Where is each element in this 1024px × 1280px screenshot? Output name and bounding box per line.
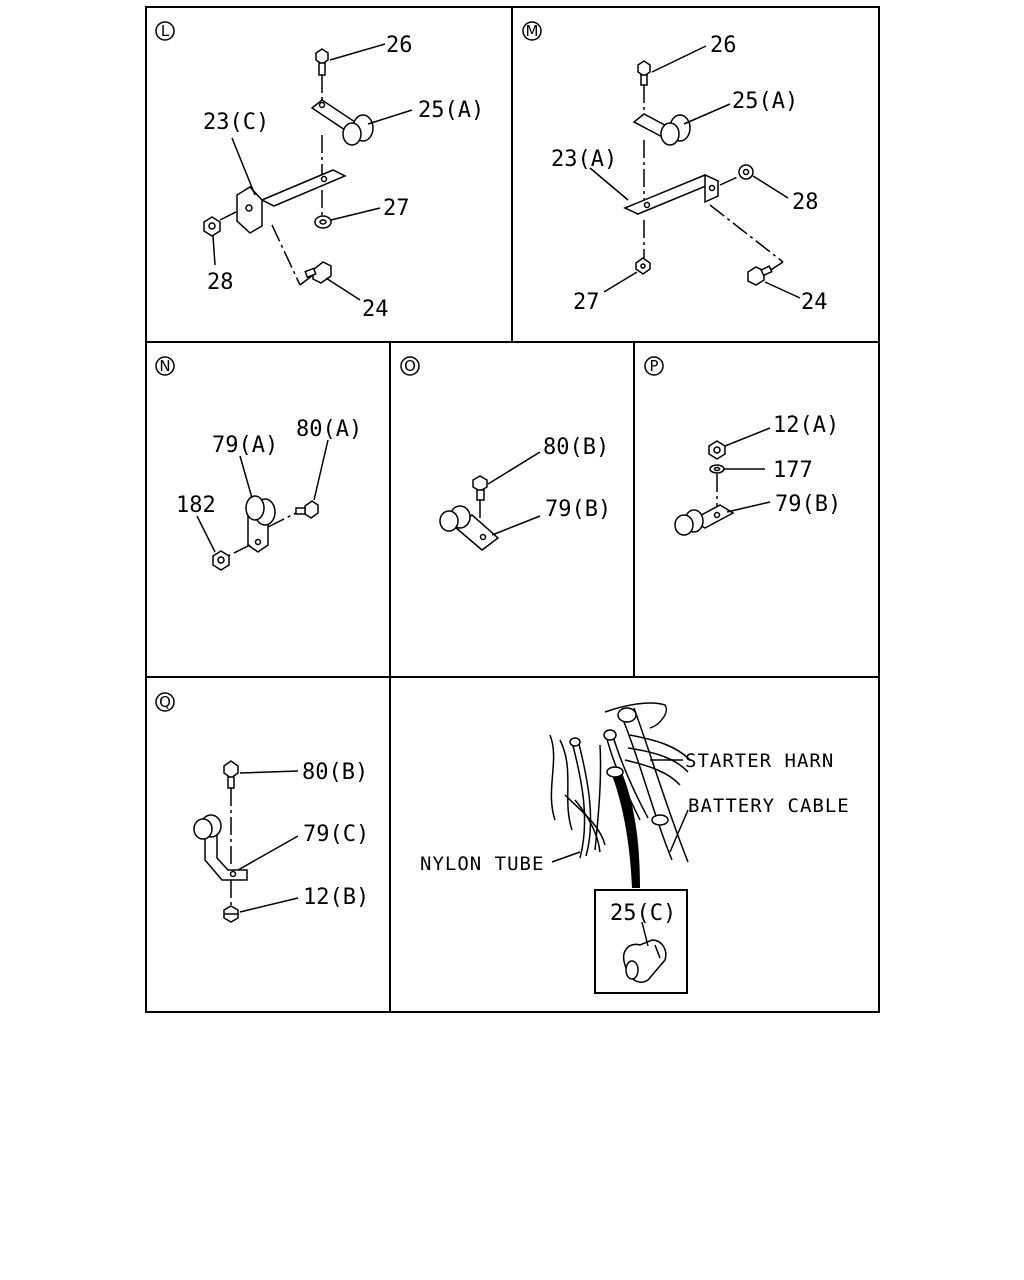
label-79a: 79(A) xyxy=(212,433,278,458)
bracket-23a-icon xyxy=(623,173,720,215)
panel-p-badge: P xyxy=(644,356,664,376)
bolt-24-icon xyxy=(747,265,773,286)
label-27: 27 xyxy=(383,196,410,221)
clamp-79b-icon xyxy=(674,504,735,536)
panel-n: N 79(A) 80(A) 182 xyxy=(155,356,362,571)
nut-28-icon xyxy=(738,164,754,180)
label-80b: 80(B) xyxy=(543,435,609,460)
label-80b: 80(B) xyxy=(302,760,368,785)
clamp-25a-icon xyxy=(632,113,691,146)
label-nylon-tube: NYLON TUBE xyxy=(420,853,544,875)
label-12a: 12(A) xyxy=(773,413,839,438)
clamp-79b-icon xyxy=(439,505,500,551)
panel-n-badge: N xyxy=(155,356,175,376)
label-25c: 25(C) xyxy=(610,901,676,926)
bolt-24-icon xyxy=(304,261,332,284)
panel-q-badge: Q xyxy=(155,692,175,712)
label-23c: 23(C) xyxy=(203,110,269,135)
label-25a: 25(A) xyxy=(418,98,484,123)
label-182: 182 xyxy=(176,493,216,518)
panel-l: L xyxy=(155,21,484,322)
panel-m-id: M xyxy=(526,22,539,40)
label-24: 24 xyxy=(362,297,389,322)
inset-25c: 25(C) xyxy=(594,889,688,994)
panel-m-badge: M xyxy=(522,21,542,41)
label-79c: 79(C) xyxy=(303,822,369,847)
washer-27-icon xyxy=(635,257,651,275)
label-24: 24 xyxy=(801,290,828,315)
washer-177-icon xyxy=(709,464,725,474)
bolt-80a-icon xyxy=(295,500,319,519)
label-80a: 80(A) xyxy=(296,417,362,442)
panel-m: M xyxy=(522,21,828,315)
label-27: 27 xyxy=(573,290,600,315)
nut-12b-icon xyxy=(223,905,239,923)
panel-harness: 25(C) STARTER HARN BATTERY CABLE NYLON T… xyxy=(420,702,850,994)
harness-illustration xyxy=(549,702,691,888)
label-23a: 23(A) xyxy=(551,147,617,172)
panel-l-id: L xyxy=(161,22,170,40)
label-battery-cable: BATTERY CABLE xyxy=(688,795,850,817)
bolt-80b-icon xyxy=(223,760,239,789)
panel-p: P 12(A) 177 79(B) xyxy=(644,356,841,536)
panel-o-id: O xyxy=(404,357,416,375)
panel-p-id: P xyxy=(649,357,658,375)
panel-n-id: N xyxy=(159,357,170,375)
panel-q: Q 80(B) 79(C) 12(B) xyxy=(155,692,369,923)
diagram-grid xyxy=(145,6,880,1013)
panel-q-id: Q xyxy=(159,693,171,711)
bolt-80b-icon xyxy=(472,475,488,501)
nut-182-icon xyxy=(212,550,230,571)
panel-l-badge: L xyxy=(155,21,175,41)
bolt-26-icon xyxy=(315,48,329,76)
clamp-25a-icon xyxy=(310,99,374,146)
label-79b: 79(B) xyxy=(545,497,611,522)
washer-27-icon xyxy=(314,215,332,229)
label-12b: 12(B) xyxy=(303,885,369,910)
label-177: 177 xyxy=(773,458,813,483)
label-26: 26 xyxy=(710,33,737,58)
panel-o: O 80(B) 79(B) xyxy=(400,356,611,551)
label-28: 28 xyxy=(207,270,234,295)
bolt-26-icon xyxy=(637,60,651,86)
label-79b: 79(B) xyxy=(775,492,841,517)
nut-28-icon xyxy=(203,216,221,237)
clamp-79c-icon xyxy=(193,814,248,881)
bracket-23c-icon xyxy=(236,169,347,234)
label-26: 26 xyxy=(386,33,413,58)
panel-o-badge: O xyxy=(400,356,420,376)
label-25a: 25(A) xyxy=(732,89,798,114)
clamp-79a-icon xyxy=(245,495,276,553)
nut-12a-icon xyxy=(708,440,726,460)
label-starter-harn: STARTER HARN xyxy=(685,750,834,772)
label-28: 28 xyxy=(792,190,819,215)
